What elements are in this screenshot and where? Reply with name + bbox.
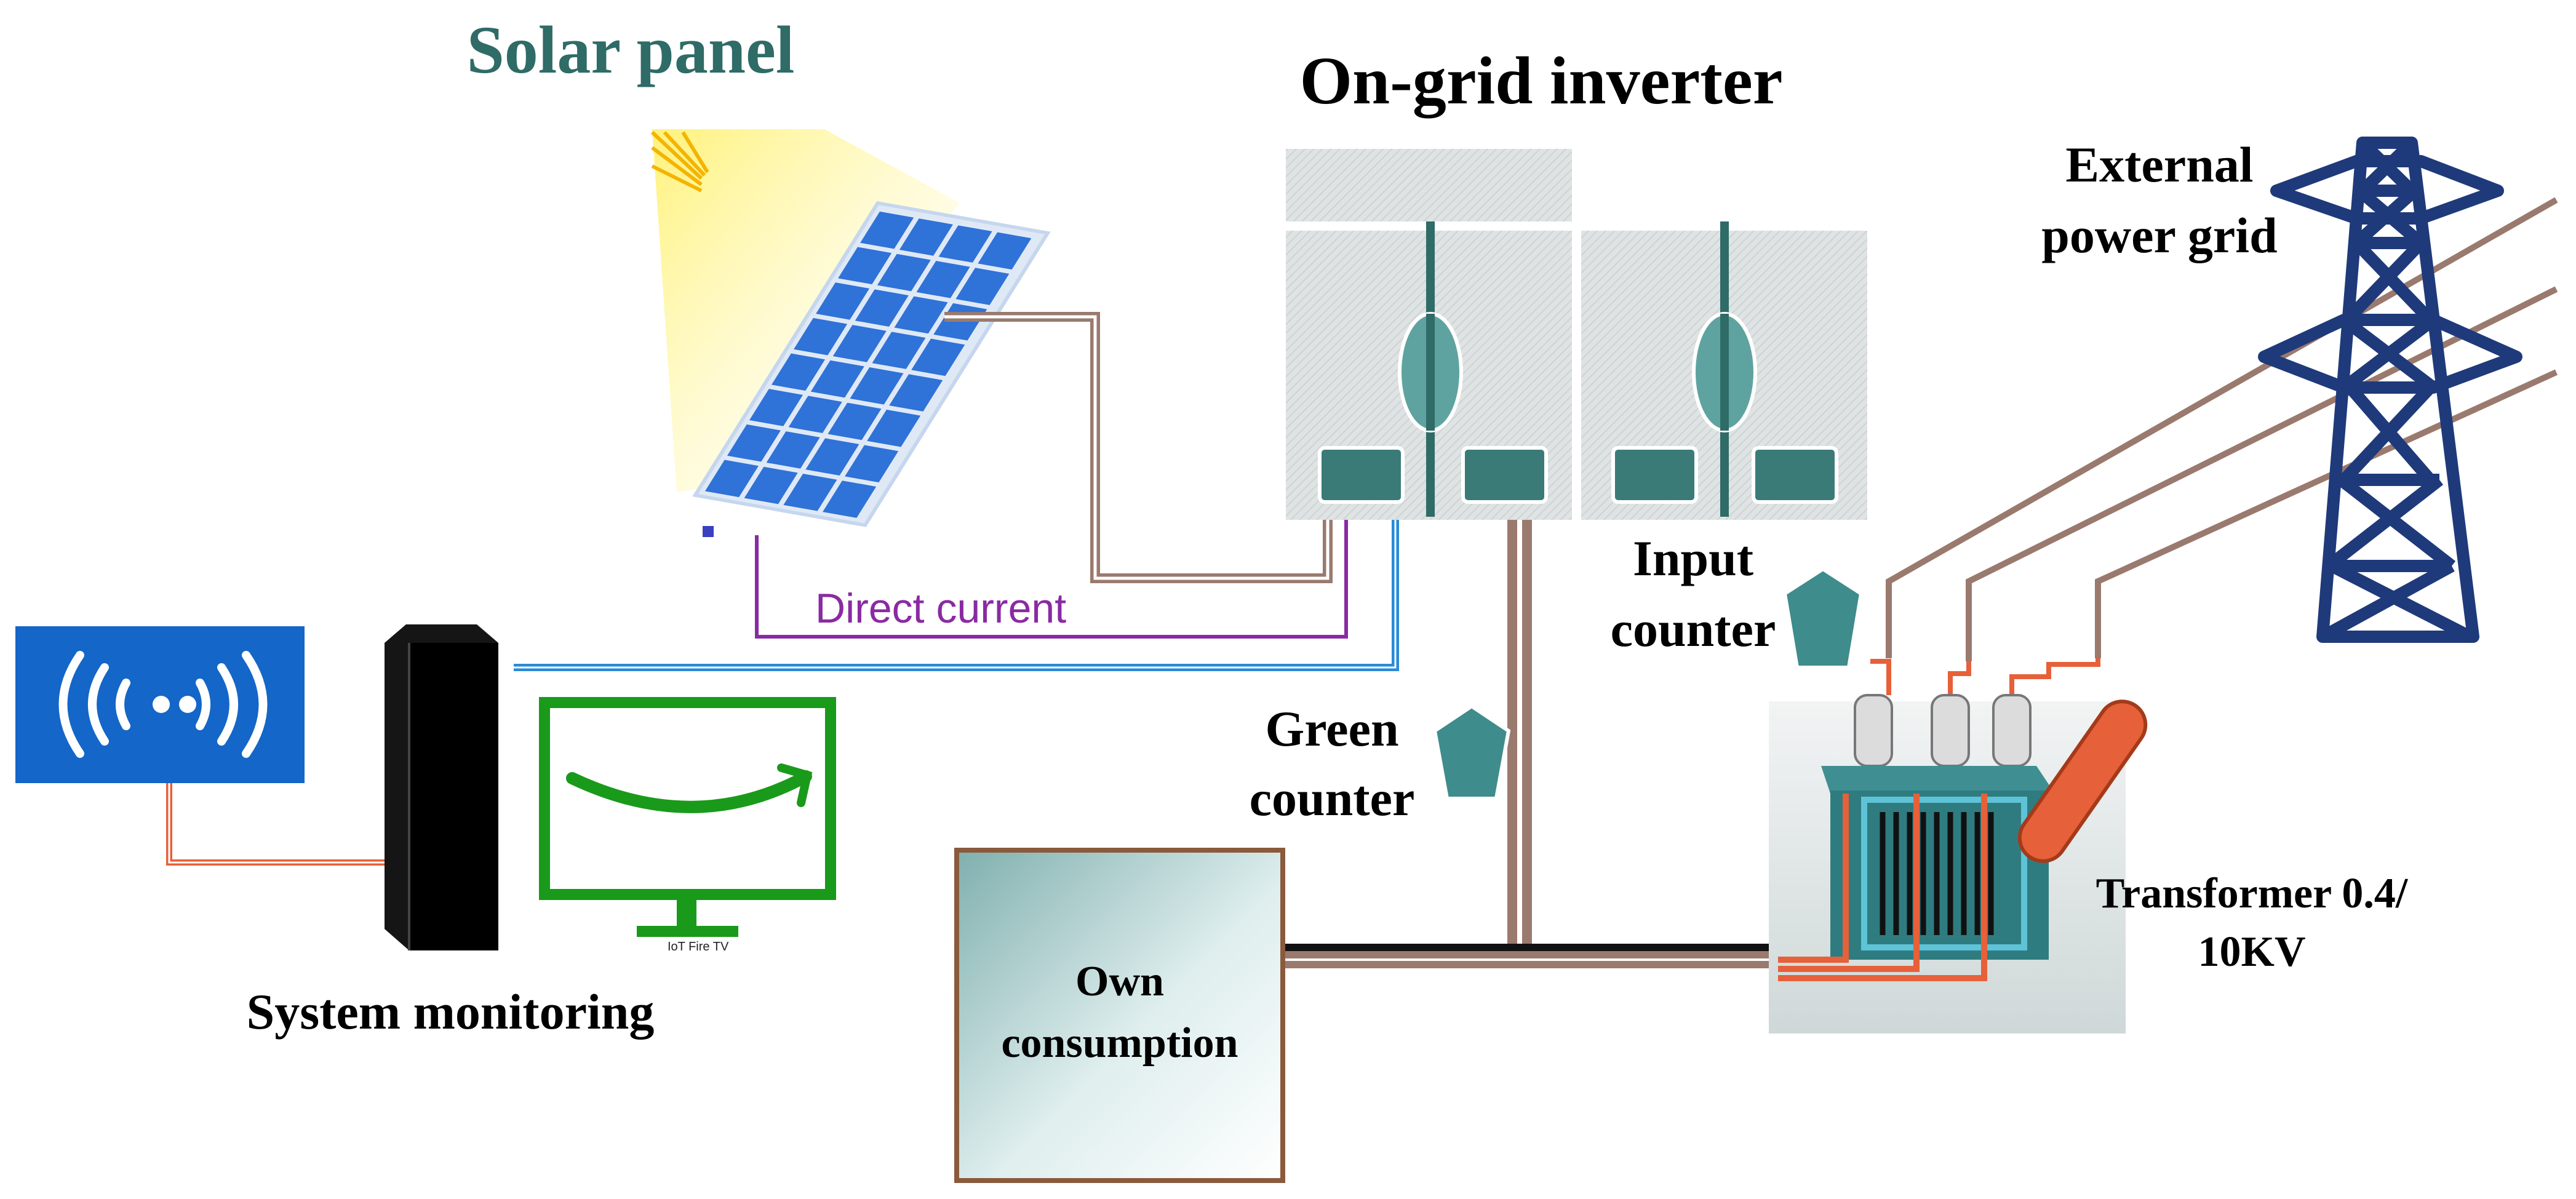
oil-conservator [2017, 699, 2148, 863]
inverter-top-cover [1286, 149, 1572, 221]
inverter-vent-1 [1318, 446, 1405, 504]
inverter-vent-2 [1461, 446, 1548, 504]
solar-panel-label: Solar panel [467, 12, 795, 87]
cable-solar-inverter [944, 312, 1333, 583]
green-counter-icon [1432, 704, 1511, 800]
solar-panel-icon [692, 201, 1051, 527]
own-consumption-box [954, 848, 1285, 1183]
transformer-label-2: 10KV [2198, 928, 2306, 976]
wifi-icon [15, 626, 305, 783]
transformer-icon [1769, 658, 2148, 1034]
pc-tower-icon [385, 624, 498, 950]
green-counter-label-2: counter [1250, 770, 1415, 826]
input-counter-label-1: Input [1633, 530, 1753, 586]
on-grid-inverter [1286, 149, 1867, 520]
direct-current-label: Direct current [815, 585, 1066, 632]
transmission-tower-icon [2258, 137, 2522, 643]
grid-line-1 [1886, 197, 2558, 658]
inverter-vent-4 [1752, 446, 1838, 504]
cable-direct-current [755, 520, 1348, 639]
system-monitoring-label: System monitoring [247, 984, 655, 1040]
monitor-icon [539, 697, 836, 937]
transformer-label-1: Transformer 0.4/ [2096, 870, 2409, 917]
inverter-label: On-grid inverter [1299, 43, 1782, 118]
external-grid-label-2: power grid [2041, 207, 2277, 263]
input-counter-label-2: counter [1611, 601, 1776, 657]
monitor-caption: IoT Fire TV [668, 940, 729, 954]
input-counter-icon [1782, 567, 1864, 669]
sun-rays [650, 130, 709, 193]
panel-mount-dot [703, 526, 714, 537]
own-consumption-label-1: Own [1075, 958, 1164, 1005]
own-consumption-label-2: consumption [1001, 1019, 1238, 1067]
cables [166, 197, 2558, 968]
bushings [1854, 694, 2032, 767]
inverter-vent-3 [1611, 446, 1698, 504]
solar-panel-group [650, 129, 1051, 537]
transformer-tank-top [1821, 766, 2055, 794]
green-counter-label-1: Green [1265, 701, 1398, 757]
external-grid-label-1: External [2065, 137, 2253, 193]
